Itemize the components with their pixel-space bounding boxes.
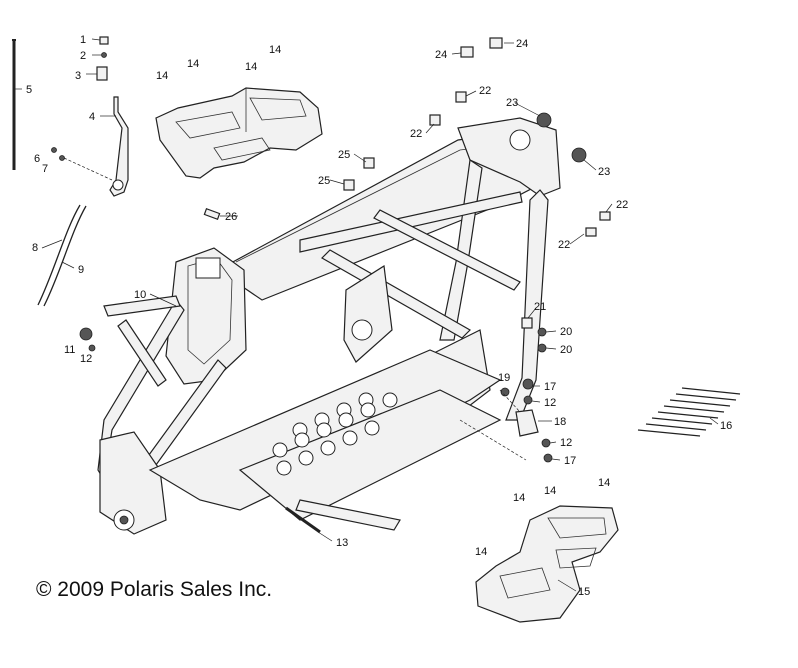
callout-14-h: 14 xyxy=(475,546,487,558)
footrest-plate-lower xyxy=(475,505,619,623)
pin-part-26 xyxy=(203,208,221,220)
callout-12-upper: 12 xyxy=(544,397,556,409)
callout-14-d: 14 xyxy=(245,61,257,73)
callout-9: 9 xyxy=(78,264,84,276)
callout-leaders xyxy=(14,38,719,592)
callout-23-a: 23 xyxy=(506,97,518,109)
callout-26: 26 xyxy=(225,211,237,223)
callout-17-lower: 17 xyxy=(564,455,576,467)
callout-22-c: 22 xyxy=(616,199,628,211)
callout-22-d: 22 xyxy=(558,239,570,251)
linkage-assembly xyxy=(51,36,129,197)
callout-8: 8 xyxy=(32,242,38,254)
cable-part-8-9 xyxy=(37,204,87,307)
callout-16: 16 xyxy=(720,420,732,432)
callout-2: 2 xyxy=(80,50,86,62)
callout-labels: 1 2 3 4 5 6 7 8 9 10 11 12 12 12 13 14 1… xyxy=(26,34,732,598)
callout-14-b: 14 xyxy=(269,44,281,56)
callout-18: 18 xyxy=(554,416,566,428)
callout-21: 21 xyxy=(534,301,546,313)
callout-24-left: 24 xyxy=(435,49,447,61)
callout-19: 19 xyxy=(498,372,510,384)
callout-4: 4 xyxy=(89,111,95,123)
callout-14-e: 14 xyxy=(513,492,525,504)
callout-25-b: 25 xyxy=(318,175,330,187)
callout-22-a: 22 xyxy=(479,85,491,97)
callout-20-upper: 20 xyxy=(560,326,572,338)
callout-6: 6 xyxy=(34,153,40,165)
callout-11: 11 xyxy=(64,344,75,356)
footrest-plate-upper xyxy=(155,87,323,179)
rod-part-5 xyxy=(12,39,16,170)
callout-13: 13 xyxy=(336,537,348,549)
hardware xyxy=(79,37,611,534)
callout-3: 3 xyxy=(75,70,81,82)
callout-25-a: 25 xyxy=(338,149,350,161)
callout-12-left: 12 xyxy=(80,353,92,365)
callout-1: 1 xyxy=(80,34,86,46)
callout-14-f: 14 xyxy=(544,485,556,497)
callout-15: 15 xyxy=(578,586,590,598)
callout-10: 10 xyxy=(134,289,146,301)
callout-20-lower: 20 xyxy=(560,344,572,356)
callout-7: 7 xyxy=(42,163,48,175)
callout-22-b: 22 xyxy=(410,128,422,140)
strips-part-16 xyxy=(637,387,741,437)
callout-14-g: 14 xyxy=(598,477,610,489)
callout-14-c: 14 xyxy=(156,70,168,82)
callout-5: 5 xyxy=(26,84,32,96)
callout-17-upper: 17 xyxy=(544,381,556,393)
copyright-notice: © 2009 Polaris Sales Inc. xyxy=(36,578,273,601)
callout-23-b: 23 xyxy=(598,166,610,178)
callout-12-lower: 12 xyxy=(560,437,572,449)
callout-24-right: 24 xyxy=(516,38,528,50)
callout-14-a: 14 xyxy=(187,58,199,70)
main-frame xyxy=(97,117,561,535)
